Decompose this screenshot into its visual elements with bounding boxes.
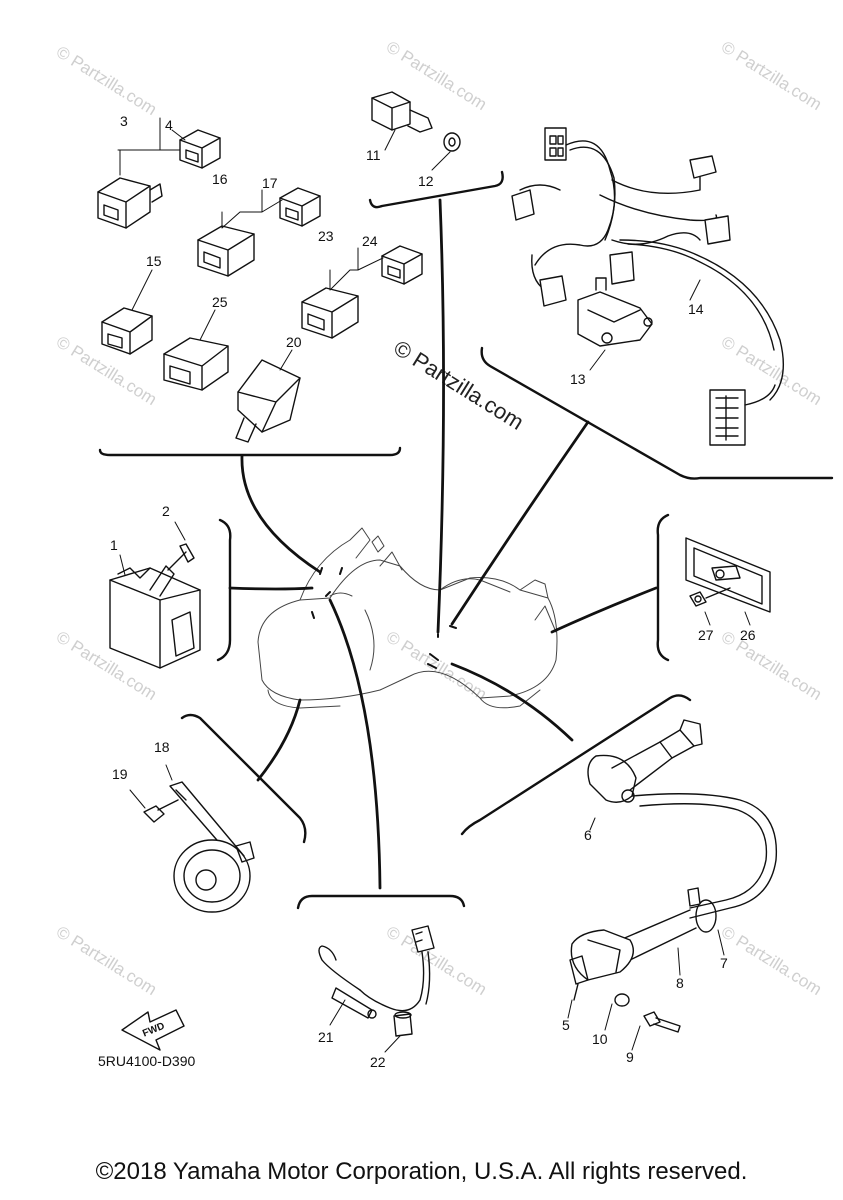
- cover-group-right-middle: [656, 513, 771, 662]
- ecu-group-left-middle: [109, 518, 232, 669]
- sensor-group-lower-center: [296, 894, 466, 1053]
- label-part-20: 20: [286, 334, 302, 350]
- label-part-27: 27: [698, 627, 714, 643]
- label-part-3: 3: [120, 113, 128, 129]
- connector-17-drawing: [279, 187, 321, 227]
- bike-markers: [311, 567, 457, 669]
- leader-curves: [228, 198, 658, 890]
- coil-group-lower-right: [460, 694, 778, 1051]
- label-part-9: 9: [626, 1049, 634, 1065]
- watermark-1: © Partzilla.com: [53, 42, 160, 119]
- label-part-17: 17: [262, 175, 278, 191]
- connector-group-top-left: [97, 117, 423, 457]
- switch-group-top-center: [368, 91, 504, 209]
- watermark-center: © Partzilla.com: [389, 335, 528, 435]
- label-part-14: 14: [688, 301, 704, 317]
- part-labels: 3 4 16 17 23 24 15 25 20 11 12 14 13 2 1…: [98, 113, 756, 1070]
- connector-16-drawing: [197, 225, 255, 277]
- copyright-footer: ©2018 Yamaha Motor Corporation, U.S.A. A…: [95, 1158, 748, 1185]
- connector-15-drawing: [101, 307, 153, 355]
- label-part-18: 18: [154, 739, 170, 755]
- connector-3-drawing: [97, 177, 163, 229]
- connector-25-drawing: [163, 337, 229, 391]
- label-part-1: 1: [110, 537, 118, 553]
- motorcycle-outline: [257, 527, 558, 709]
- fwd-arrow: [121, 1009, 185, 1051]
- watermark-9: © Partzilla.com: [53, 922, 160, 999]
- label-part-12: 12: [418, 173, 434, 189]
- connector-24-drawing: [381, 245, 423, 285]
- label-part-13: 13: [570, 371, 586, 387]
- horn-group-lower-left: [129, 713, 307, 913]
- watermark-10: © Partzilla.com: [383, 922, 490, 999]
- watermark-11: © Partzilla.com: [718, 922, 825, 999]
- label-part-19: 19: [112, 766, 128, 782]
- label-part-6: 6: [584, 827, 592, 843]
- relay-20-drawing: [235, 359, 301, 443]
- label-part-16: 16: [212, 171, 228, 187]
- label-part-23: 23: [318, 228, 334, 244]
- label-part-11: 11: [366, 147, 381, 163]
- label-part-7: 7: [720, 955, 728, 971]
- label-part-26: 26: [740, 627, 756, 643]
- label-part-10: 10: [592, 1031, 608, 1047]
- label-part-24: 24: [362, 233, 378, 249]
- label-part-2: 2: [162, 503, 170, 519]
- label-part-5: 5: [562, 1017, 570, 1033]
- label-part-15: 15: [146, 253, 162, 269]
- label-part-4: 4: [165, 117, 173, 133]
- harness-group-top-right: [480, 127, 834, 480]
- watermark-3: © Partzilla.com: [718, 37, 825, 114]
- label-part-22: 22: [370, 1054, 386, 1070]
- label-part-21: 21: [318, 1029, 334, 1045]
- diagram-code: 5RU4100-D390: [98, 1053, 195, 1069]
- watermark-8: © Partzilla.com: [718, 627, 825, 704]
- connector-4-drawing: [179, 129, 221, 169]
- label-part-8: 8: [676, 975, 684, 991]
- label-part-25: 25: [212, 294, 228, 310]
- connector-23-drawing: [301, 287, 359, 339]
